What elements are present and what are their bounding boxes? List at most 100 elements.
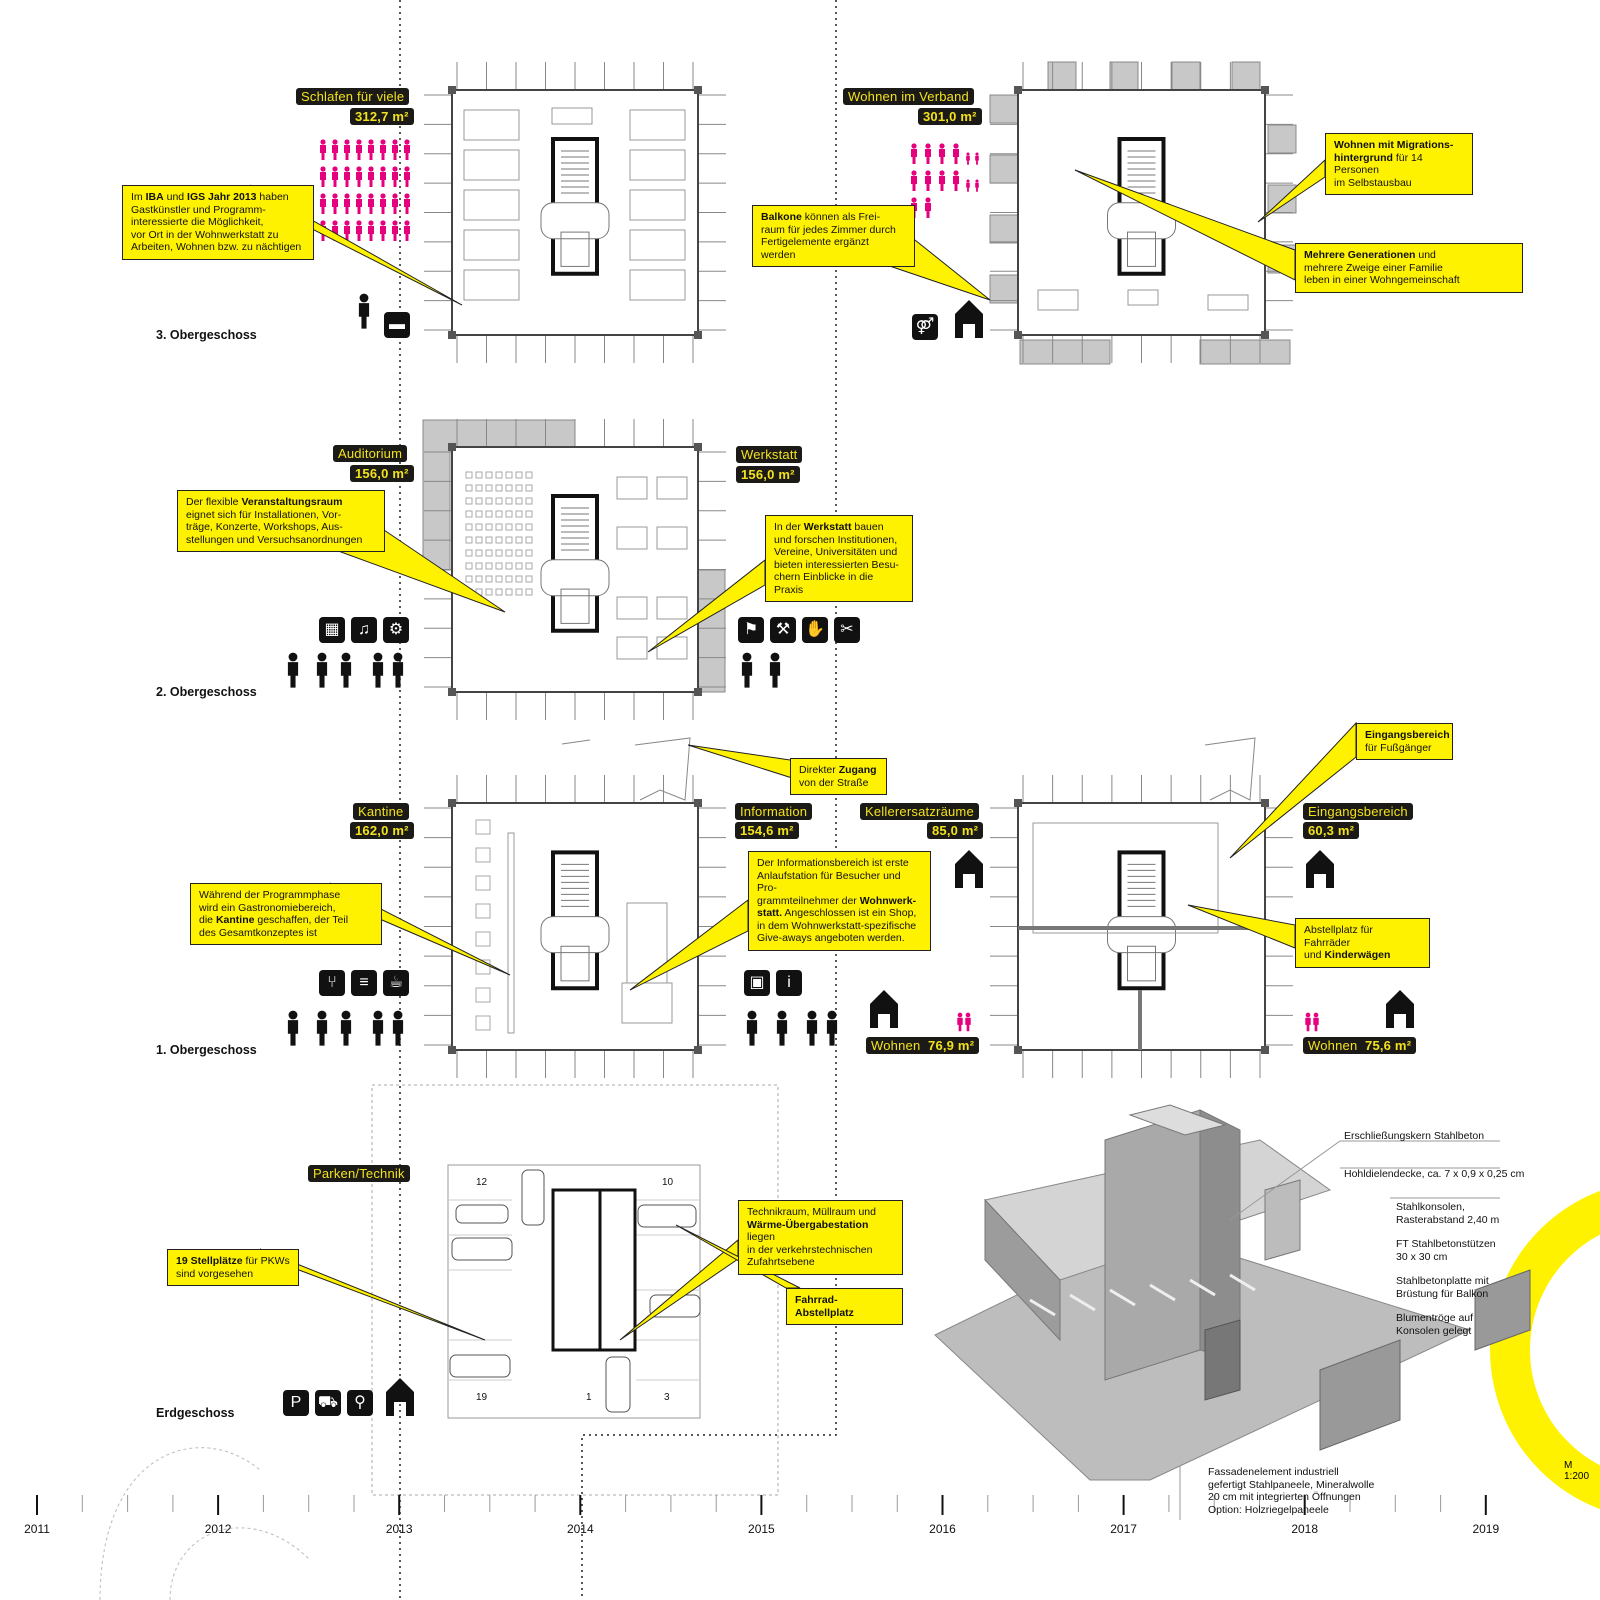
lobby [540, 559, 610, 597]
callout-text: In der [774, 521, 804, 533]
furniture [629, 149, 686, 181]
furniture [629, 109, 686, 141]
callout-text: eignet sich für Installationen, Vor- trä… [186, 508, 363, 546]
callout-text: Während der Programmphase wird ein Gastr… [199, 889, 341, 926]
auditorium-seat [495, 575, 503, 583]
pink-person-icon [380, 145, 386, 160]
callout-text: und [163, 191, 188, 203]
timeline-year-label: 2014 [566, 1522, 594, 1536]
auditorium-seat [475, 562, 483, 570]
callout-text: IGS Jahr 2013 [187, 191, 257, 203]
pink-person-icon [344, 166, 350, 172]
furniture [1037, 289, 1079, 311]
pink-person-icon [380, 220, 386, 226]
callout-text: Technikraum, Müllraum und [747, 1206, 876, 1218]
worker-figure-icon [341, 652, 351, 662]
callout-zugang: Direkter Zugang von der Straße [790, 758, 887, 795]
pink-child-icon [975, 179, 979, 183]
auditorium-seat [515, 549, 523, 557]
cafe-table [475, 1015, 491, 1031]
pink-person-icon [332, 139, 338, 145]
iso-wall [1264, 1179, 1301, 1261]
column [448, 443, 456, 451]
timeline-year-label: 2017 [1110, 1522, 1137, 1536]
column [1014, 1046, 1022, 1054]
worker-figure-icon [288, 652, 298, 662]
auditorium-seat [505, 562, 513, 570]
pink-person-icon [332, 199, 338, 214]
canopy [561, 739, 591, 745]
pink-person-icon [392, 139, 398, 145]
iso-annotation: FT Stahlbetonstützen 30 x 30 cm [1396, 1238, 1496, 1263]
pink-person-icon [380, 166, 386, 172]
elevator [560, 588, 590, 624]
pink-person-icon [939, 170, 945, 176]
column [694, 331, 702, 339]
pink-person-icon [404, 145, 410, 160]
auditorium-seat [485, 523, 493, 531]
auditorium-seat [465, 471, 473, 479]
tools-icon: ⚒ [770, 617, 796, 643]
balcony [989, 154, 1019, 184]
furniture [463, 189, 520, 221]
balcony [1267, 124, 1297, 154]
callout-text: Fahrrad-Abstellplatz [795, 1294, 854, 1319]
workshop-icon: ⚙ [383, 617, 409, 643]
scale-label: M 1:200 [1564, 1460, 1590, 1482]
lobby [540, 916, 610, 954]
auditorium-seat [525, 536, 533, 544]
worker-figure-icon [340, 662, 352, 688]
iso-annotation: Hohldielendecke, ca. 7 x 0,9 x 0,25 cm [1344, 1168, 1525, 1180]
auditorium-seat [485, 497, 493, 505]
iso-stair-top [1128, 1104, 1227, 1136]
callout-text: Wohnwerk- statt. [757, 894, 917, 920]
pink-person-icon [380, 199, 386, 214]
balcony [989, 94, 1019, 124]
pink-person-icon [320, 172, 326, 187]
furniture [463, 269, 520, 301]
speaker-icon: ♫ [351, 617, 377, 643]
pink-person-icon [1313, 1012, 1319, 1018]
pink-person-icon [320, 145, 326, 160]
callout-stellplaetze: 19 Stellplätze für PKWs sind vorgesehen [167, 1249, 299, 1286]
pink-person-icon [925, 170, 931, 176]
pink-child-icon [975, 155, 979, 165]
callout-text: haben Gastkünstler und Programm- interes… [131, 191, 302, 253]
pink-person-icon [320, 220, 326, 226]
callout-veranstaltung: Der flexible Veranstaltungsraum eignet s… [177, 490, 385, 552]
pink-child-icon [975, 182, 979, 192]
pink-person-icon [368, 220, 374, 226]
house-person-icon [1386, 990, 1414, 1028]
pink-person-icon [965, 1017, 971, 1032]
auditorium-seat [495, 510, 503, 518]
auditorium-seat [485, 562, 493, 570]
pink-child-icon [975, 152, 979, 156]
furniture [463, 229, 520, 261]
auditorium-seat [485, 575, 493, 583]
pink-person-icon [356, 193, 362, 199]
column [1014, 799, 1022, 807]
pink-person-icon [344, 193, 350, 199]
room-name: Wohnen [871, 1038, 921, 1053]
lobby [540, 202, 610, 240]
iso-bracket [1149, 1283, 1176, 1302]
worker-figure-icon [340, 1020, 352, 1046]
furniture [1032, 822, 1219, 934]
auditorium-seat [515, 523, 523, 531]
room-tag-auditorium: Auditorium [333, 445, 408, 462]
auditorium-seat [505, 588, 513, 596]
yellow-ring-decoration [1490, 1190, 1600, 1510]
callout-text: für 14 Personen im Selbstausbau [1334, 151, 1423, 189]
worker-figure-icon [776, 1020, 788, 1046]
pink-person-icon [392, 166, 398, 172]
timeline-year-label: 2011 [24, 1522, 50, 1536]
bed-icon: ▬ [384, 312, 410, 338]
furniture [616, 636, 648, 660]
timeline-year-label: 2012 [204, 1522, 232, 1536]
area-tag-verband: 301,0 m² [918, 108, 982, 125]
column [694, 688, 702, 696]
pink-person-icon [320, 166, 326, 172]
column [448, 688, 456, 696]
house-person-icon [870, 990, 898, 1028]
iso-facade-panel [984, 1198, 1061, 1342]
